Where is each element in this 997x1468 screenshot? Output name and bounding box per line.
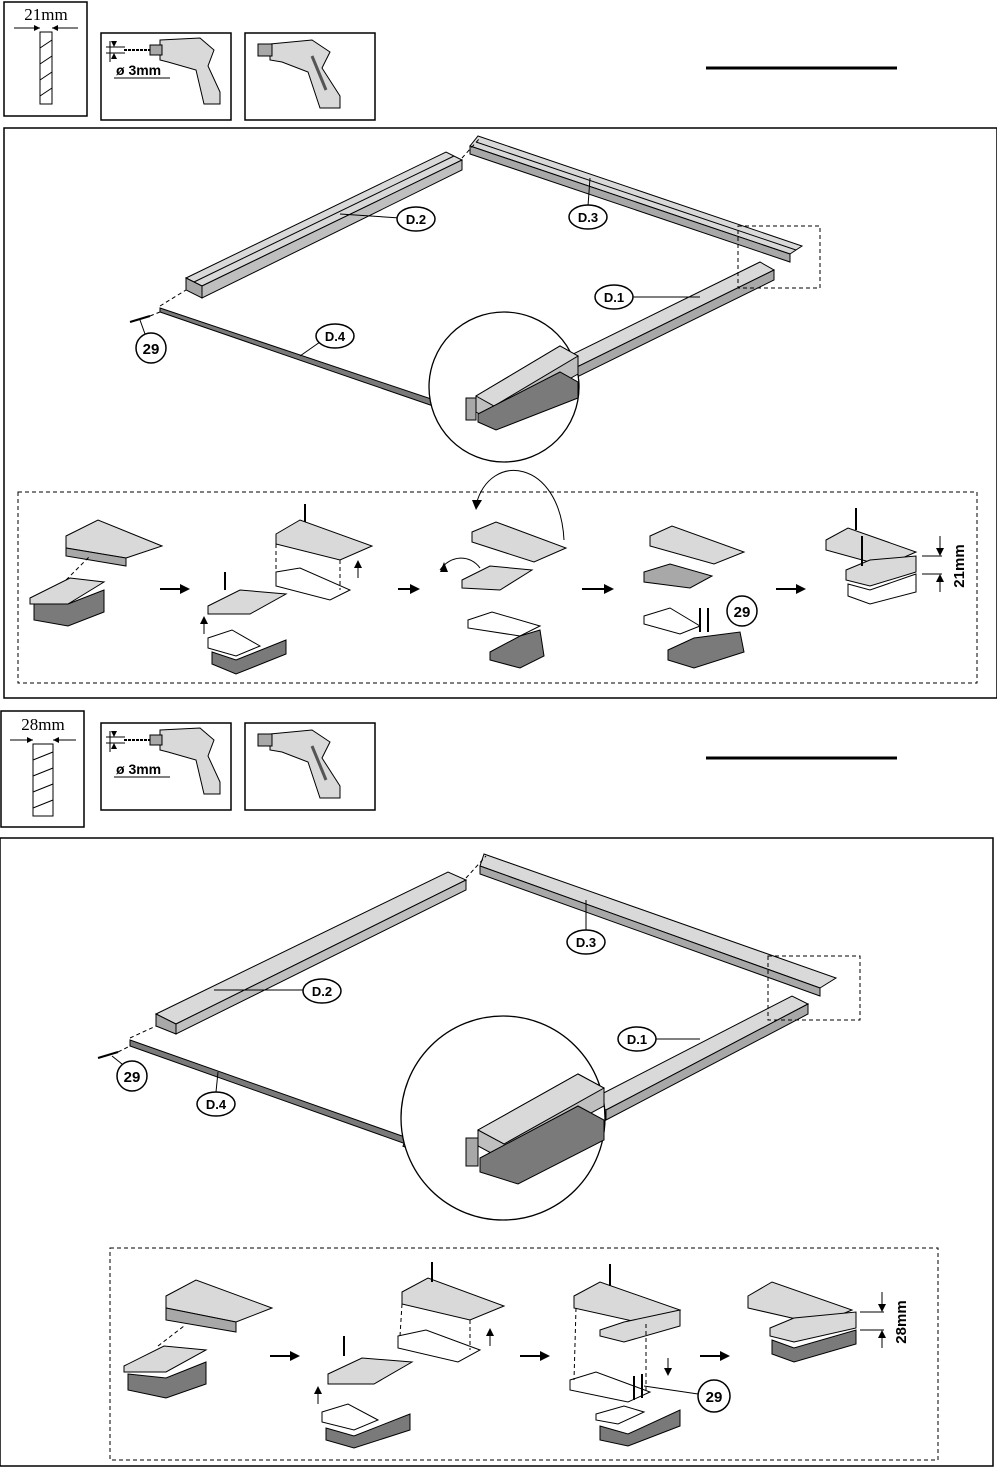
label-d4: D.4 [299, 323, 355, 357]
detail-box [737, 225, 821, 289]
label-d2-text-2: D.2 [312, 984, 332, 999]
arrow-4 [776, 584, 806, 594]
steps-box [17, 491, 978, 684]
drill-size-label-2: ø 3mm [116, 761, 161, 777]
label-d2-2: D.2 [214, 978, 342, 1004]
screw-29: 29 [129, 311, 167, 364]
detail-box-2 [767, 955, 861, 1021]
step-4: 29 [643, 525, 758, 669]
step-2-2 [314, 1262, 506, 1449]
step-1 [29, 519, 164, 627]
section-2: 28mm ø 3mm [0, 710, 994, 1467]
zoom-circle-2 [400, 1015, 606, 1221]
step-dimension-label: 21mm [951, 544, 968, 587]
drill-bit-icon: ø 3mm [100, 32, 232, 121]
label-d1-2: D.1 [617, 1026, 700, 1052]
label-d2: D.2 [339, 206, 436, 232]
panel-thickness-icon-2: 28mm [0, 710, 85, 828]
panel-thickness-label: 21mm [24, 5, 67, 24]
step-3 [439, 470, 568, 669]
label-d3-2: D.3 [566, 900, 606, 955]
panel-thickness-label-2: 28mm [21, 715, 64, 734]
zoom-circle [428, 311, 580, 463]
label-d1-text: D.1 [604, 290, 624, 305]
label-d1: D.1 [594, 284, 700, 310]
label-d1-text-2: D.1 [627, 1032, 647, 1047]
step-5: 21mm [825, 508, 968, 605]
label-d3-text: D.3 [578, 210, 598, 225]
drill-icon-2 [244, 722, 376, 811]
label-d3: D.3 [568, 177, 608, 230]
label-d4-text-2: D.4 [206, 1097, 227, 1112]
step-screw-29-label-2: 29 [706, 1389, 723, 1406]
arrow-2 [398, 584, 420, 594]
screw-29-label-2: 29 [124, 1069, 141, 1086]
profile-d3-2 [479, 853, 838, 997]
label-d3-text-2: D.3 [576, 935, 596, 950]
section-1: 21mm ø 3mm [3, 1, 997, 699]
profile-d2 [184, 151, 464, 299]
screw-29-2: 29 [97, 1045, 148, 1092]
profile-d1-2 [588, 995, 810, 1121]
arrow-3 [582, 584, 614, 594]
panel-thickness-icon: 21mm [3, 1, 88, 117]
step-screw-29-label: 29 [734, 604, 751, 621]
screw-29-label: 29 [143, 341, 160, 358]
arrow-2-2 [520, 1351, 550, 1361]
drill-size-label: ø 3mm [116, 62, 161, 78]
arrow-2-1 [270, 1351, 300, 1361]
step-2-1 [123, 1279, 274, 1399]
label-d4-text: D.4 [325, 329, 346, 344]
steps-box-2 [109, 1247, 939, 1461]
step-2-3: 29 [569, 1264, 731, 1447]
arrow-1 [160, 584, 190, 594]
step-2-4: 28mm [747, 1281, 910, 1363]
drill-bit-icon-2: ø 3mm [100, 722, 232, 811]
label-d2-text: D.2 [406, 212, 426, 227]
step-2 [200, 504, 374, 675]
drill-icon [244, 32, 376, 121]
step-dimension-label-2: 28mm [893, 1300, 910, 1343]
profile-d3 [469, 135, 804, 263]
arrow-2-3 [700, 1351, 730, 1361]
profile-d2-2 [154, 871, 468, 1035]
label-d4-2: D.4 [196, 1071, 236, 1117]
